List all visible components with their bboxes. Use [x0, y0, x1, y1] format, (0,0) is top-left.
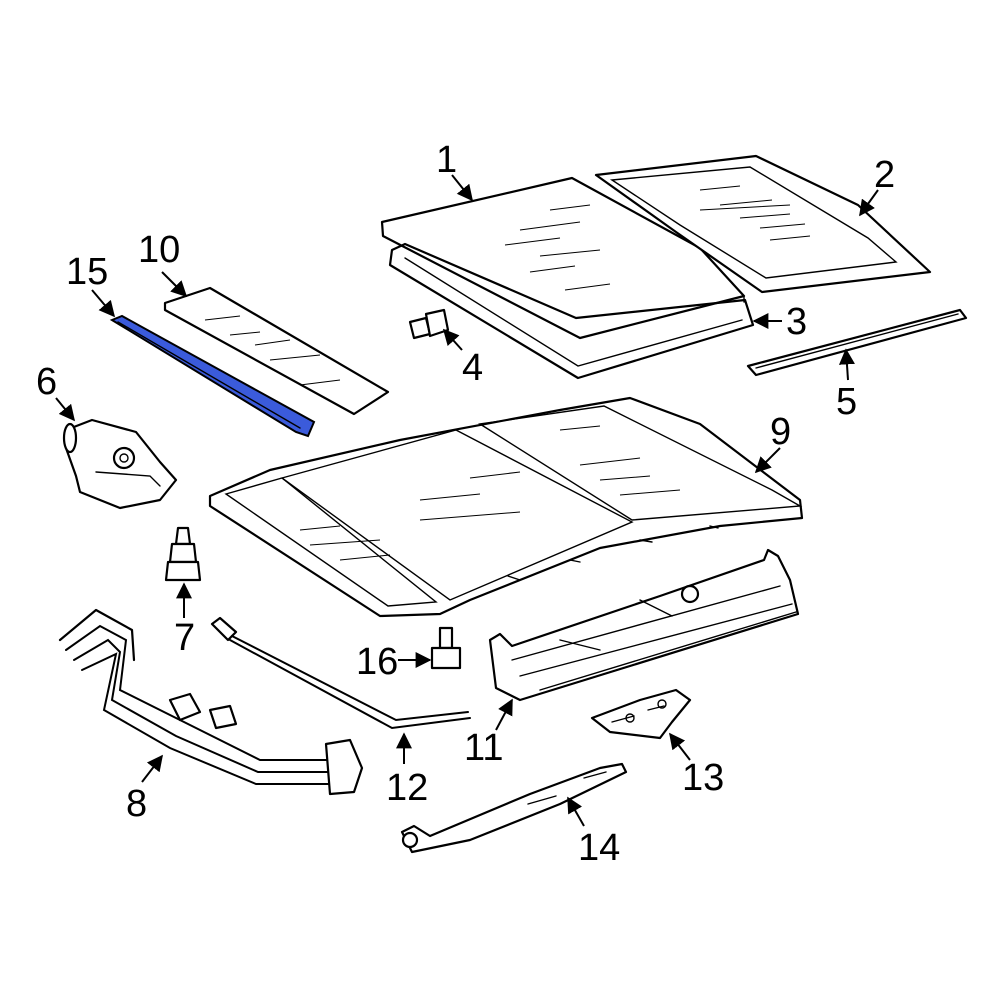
leader-lines: [55, 174, 879, 827]
callout-13: 13: [682, 757, 724, 799]
part-1-front-glass[interactable]: [380, 176, 746, 340]
callout-5: 5: [836, 381, 857, 423]
part-11-rail-assembly[interactable]: [488, 548, 800, 702]
callout-1: 1: [436, 139, 457, 181]
part-15-weatherstrip-highlighted[interactable]: [109, 314, 316, 438]
part-3-glass-seal[interactable]: [388, 242, 755, 380]
part-7-bolt[interactable]: [164, 526, 202, 582]
part-9-sunroof-frame[interactable]: [208, 396, 804, 618]
callout-16: 16: [356, 641, 398, 683]
part-6-motor[interactable]: [62, 418, 178, 510]
callout-labels: 1 2 3 4 5 6 7 8 9 10 11 12 13 14 15 16: [36, 139, 895, 869]
callout-12: 12: [386, 767, 428, 809]
part-16-bolt[interactable]: [430, 626, 462, 670]
part-10-sunshade[interactable]: [163, 286, 390, 416]
part-2-rear-glass[interactable]: [594, 154, 932, 294]
part-4-screw[interactable]: [408, 308, 450, 340]
part-13-bracket[interactable]: [590, 688, 692, 740]
part-8-drain-tube-assembly[interactable]: [58, 608, 364, 796]
callout-15: 15: [66, 251, 108, 293]
callout-7: 7: [174, 617, 195, 659]
callout-11: 11: [464, 727, 503, 769]
part-12-cable[interactable]: [210, 616, 471, 730]
callout-6: 6: [36, 361, 57, 403]
part-5-deflector-strip[interactable]: [746, 308, 968, 377]
part-14-arm[interactable]: [400, 762, 628, 854]
callout-4: 4: [462, 347, 483, 389]
callout-3: 3: [786, 301, 807, 343]
callout-10: 10: [138, 229, 180, 271]
callout-14: 14: [578, 827, 620, 869]
callout-2: 2: [874, 154, 895, 196]
callout-9: 9: [770, 411, 791, 453]
callout-8: 8: [126, 783, 147, 825]
